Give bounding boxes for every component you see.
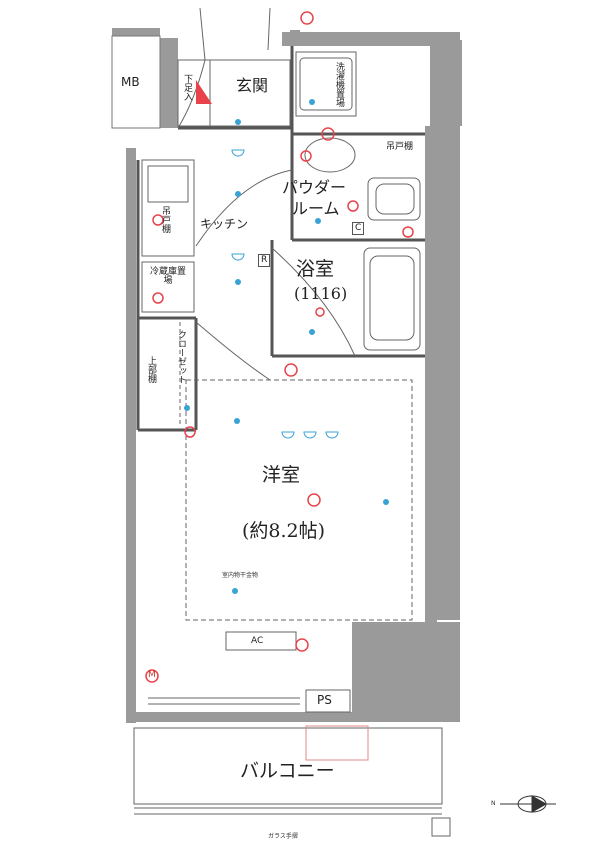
upper-shelf-label: 上部棚 <box>146 356 156 383</box>
mb-box <box>111 35 161 129</box>
fridge-label: 冷蔵庫置場 <box>149 267 186 286</box>
washer-label: 洗濯機置場 <box>334 62 344 107</box>
down-lights <box>231 149 339 439</box>
closet-top-label: 吊戸棚 <box>386 142 414 152</box>
structural-walls <box>112 28 462 723</box>
compass-label: N <box>491 800 496 807</box>
lights <box>184 99 389 594</box>
switch-c-symbol: C <box>352 222 365 235</box>
bath-size-label: (1116) <box>294 284 348 303</box>
kitchen-label: キッチン <box>200 217 249 231</box>
closet-label: クローゼット <box>176 330 186 384</box>
western-room-label: 洋室 <box>262 464 301 486</box>
bath-label: 浴室 <box>296 258 335 280</box>
compass <box>500 795 556 813</box>
shoe-box-label: 下足入 <box>182 74 192 101</box>
powder-room-label-1: パウダー <box>282 178 347 197</box>
outlets <box>145 11 414 683</box>
balcony-label: バルコニー <box>240 760 335 782</box>
partition-walls <box>136 46 425 432</box>
mb-label: MB <box>121 75 140 89</box>
range-hood-symbol: R <box>258 254 271 267</box>
ps-label: PS <box>317 693 332 707</box>
ac-label: AC <box>251 636 264 646</box>
fixtures <box>133 7 451 837</box>
entrance-label: 玄関 <box>236 76 269 95</box>
glass-rail-label: ガラス手摺 <box>268 833 298 840</box>
western-size-label: (約8.2帖) <box>242 520 326 542</box>
shoe-box-marker <box>196 80 212 104</box>
indoor-hanger-label: 室内物干金物 <box>222 572 259 579</box>
cupboard-label: 吊戸棚 <box>160 206 170 233</box>
meter-m-symbol: M <box>148 670 156 680</box>
powder-room-label-2: ルーム <box>292 199 340 218</box>
